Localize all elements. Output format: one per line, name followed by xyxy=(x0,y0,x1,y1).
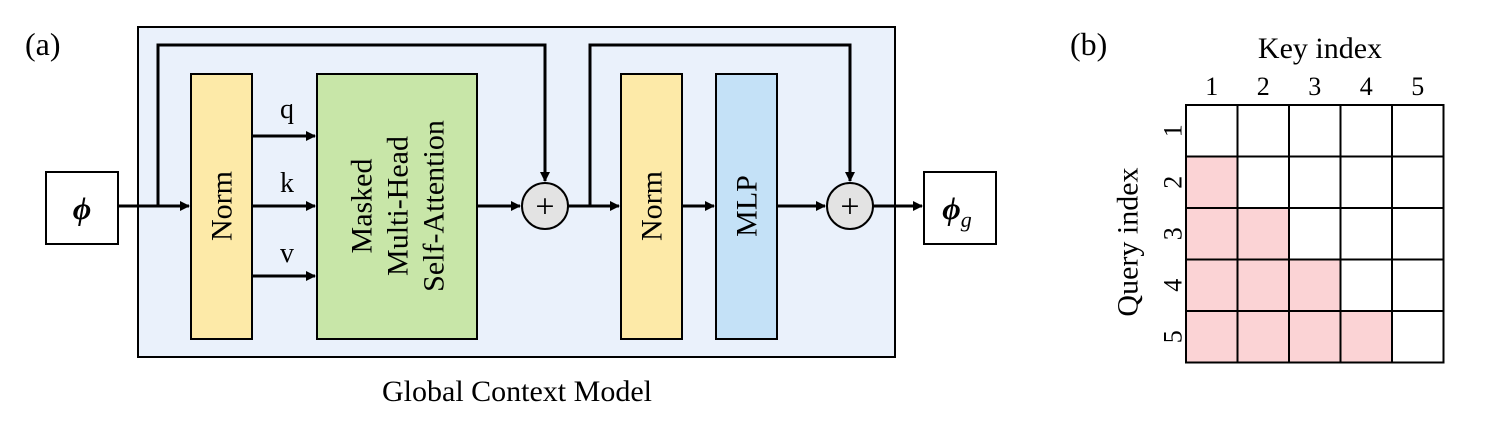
panel-a-label: (a) xyxy=(25,26,61,62)
panel-a-caption: Global Context Model xyxy=(382,375,652,408)
mask-cell-r2-c1 xyxy=(1185,155,1239,209)
query-index-title: Query index xyxy=(1112,167,1145,316)
mlp-block-label: MLP xyxy=(731,175,764,237)
residual-add-2-symbol: + xyxy=(840,189,859,226)
mask-cell-r3-c4 xyxy=(1339,207,1393,261)
query-index-tick-5: 5 xyxy=(1159,330,1188,343)
key-index-tick-4: 4 xyxy=(1360,72,1373,101)
mask-cell-r4-c2 xyxy=(1236,258,1290,312)
mask-cell-r4-c4 xyxy=(1339,258,1393,312)
mask-cell-r1-c1 xyxy=(1185,104,1239,158)
q-label: q xyxy=(280,94,294,125)
mask-cell-r5-c2 xyxy=(1236,310,1290,364)
key-index-title: Key index xyxy=(1258,32,1382,65)
skip-connection-2 xyxy=(588,43,855,206)
mask-cell-r3-c2 xyxy=(1236,207,1290,261)
input-phi-box xyxy=(45,171,119,245)
mask-cell-r1-c4 xyxy=(1339,104,1393,158)
output-subscript: g xyxy=(961,207,972,232)
output-phi-symbol: ϕ xyxy=(942,190,961,226)
mask-cell-r4-c3 xyxy=(1288,258,1342,312)
norm-block-2 xyxy=(620,73,683,340)
attention-mask-grid: 1 2 3 4 5 1 2 3 4 5 xyxy=(1159,72,1445,364)
mask-cell-r2-c4 xyxy=(1339,155,1393,209)
mask-cell-r1-c2 xyxy=(1236,104,1290,158)
masked-multi-head-self-attention-block xyxy=(316,73,478,340)
query-index-tick-1: 1 xyxy=(1159,124,1188,137)
residual-add-1-symbol: + xyxy=(535,189,554,226)
mask-cell-r3-c3 xyxy=(1288,207,1342,261)
key-index-tick-5: 5 xyxy=(1411,72,1424,101)
mlp-block xyxy=(715,73,778,340)
mask-cell-r4-c5 xyxy=(1391,258,1445,312)
attention-label-line-1: Masked xyxy=(346,159,379,254)
mask-cell-r5-c1 xyxy=(1185,310,1239,364)
mask-cell-r1-c3 xyxy=(1288,104,1342,158)
mask-cell-r2-c2 xyxy=(1236,155,1290,209)
key-index-tick-1: 1 xyxy=(1205,72,1218,101)
mask-cell-r1-c5 xyxy=(1391,104,1445,158)
input-phi-symbol: ϕ xyxy=(73,190,92,226)
attention-label-line-3: Self-Attention xyxy=(418,120,451,292)
k-label: k xyxy=(280,168,294,199)
norm-block-1-label: Norm xyxy=(206,171,239,241)
mask-cell-r2-c5 xyxy=(1391,155,1445,209)
flow-connections xyxy=(118,43,923,281)
norm-block-2-label: Norm xyxy=(636,171,669,241)
key-index-tick-2: 2 xyxy=(1257,72,1270,101)
query-index-tick-4: 4 xyxy=(1159,279,1188,292)
mask-cell-r2-c3 xyxy=(1288,155,1342,209)
norm-block-1 xyxy=(190,73,253,340)
query-index-tick-2: 2 xyxy=(1159,176,1188,189)
mask-cell-r5-c5 xyxy=(1391,310,1445,364)
mask-cell-r3-c1 xyxy=(1185,207,1239,261)
panel-b-label: (b) xyxy=(1070,26,1107,62)
output-phi-g-symbol: ϕg xyxy=(942,190,972,232)
output-phi-g-box xyxy=(923,171,997,245)
query-index-tick-3: 3 xyxy=(1159,227,1188,240)
mask-cell-r3-c5 xyxy=(1391,207,1445,261)
v-label: v xyxy=(280,238,294,269)
skip-connection-1 xyxy=(156,43,550,206)
attention-label-line-2: Multi-Head xyxy=(382,136,415,276)
mask-cell-r5-c3 xyxy=(1288,310,1342,364)
mask-cell-r5-c4 xyxy=(1339,310,1393,364)
mask-cell-r4-c1 xyxy=(1185,258,1239,312)
key-index-tick-3: 3 xyxy=(1308,72,1321,101)
